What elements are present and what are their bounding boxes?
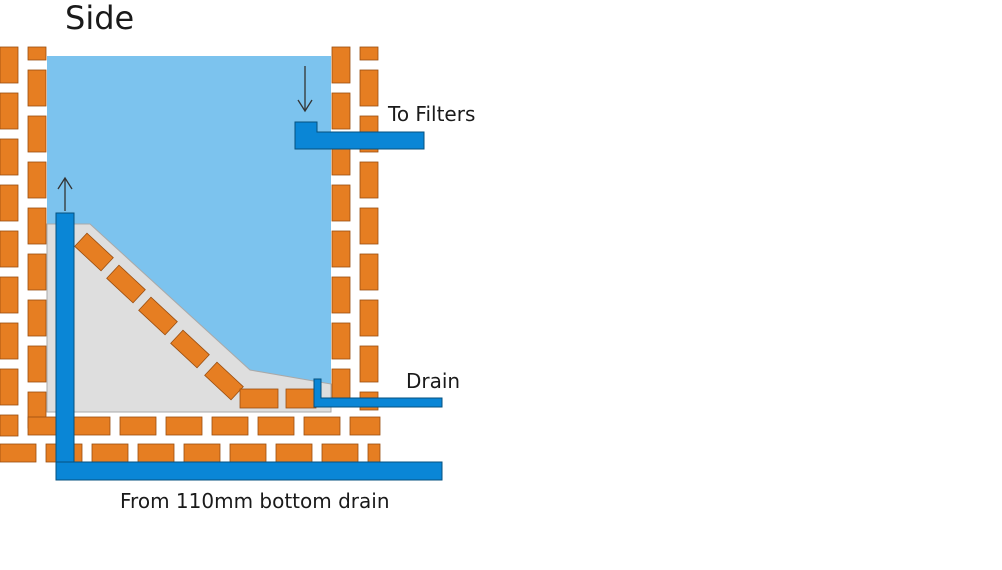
wall-brick (27, 161, 47, 199)
wall-brick (331, 230, 351, 268)
slope-brick (239, 388, 279, 409)
floor-brick (229, 443, 267, 463)
wall-brick (0, 184, 19, 222)
slope-brick (285, 388, 317, 409)
wall-brick (331, 46, 351, 84)
wall-brick (27, 253, 47, 291)
sloped-brick-course (74, 232, 317, 409)
slope-brick (204, 361, 244, 401)
diagram-title: Side (65, 0, 134, 37)
bottom-drain-horizontal-pipe (55, 461, 443, 481)
wall-brick (359, 207, 379, 245)
wall-brick (27, 207, 47, 245)
right-brick-wall (331, 46, 379, 411)
wall-brick (0, 276, 19, 314)
floor-brick (165, 416, 203, 436)
wall-brick (359, 253, 379, 291)
floor-brick (211, 416, 249, 436)
slope-brick (138, 296, 178, 336)
wall-brick (0, 46, 19, 84)
floor-brick (257, 416, 295, 436)
floor-brick (137, 443, 175, 463)
floor-brick (183, 443, 221, 463)
drain-pipe (313, 378, 443, 408)
wall-brick (359, 345, 379, 383)
floor-brick (321, 443, 359, 463)
filter-outlet-pipe (294, 121, 425, 150)
floor-brick (275, 443, 313, 463)
wall-brick (359, 69, 379, 107)
slope-brick (106, 264, 146, 304)
wall-brick (0, 230, 19, 268)
floor-brick (367, 443, 381, 463)
left-brick-wall (0, 46, 47, 437)
wall-brick (0, 138, 19, 176)
wall-brick (0, 92, 19, 130)
wall-brick (27, 115, 47, 153)
bottom-drain-riser-pipe (55, 212, 75, 481)
wall-brick (0, 368, 19, 406)
slope-brick (74, 232, 114, 272)
floor-brick (349, 416, 381, 436)
wall-brick (359, 46, 379, 61)
bottom-drain-label: From 110mm bottom drain (120, 489, 390, 513)
drain-label: Drain (406, 369, 460, 393)
floor-brick (73, 416, 111, 436)
floor-brick (0, 443, 37, 463)
floor-brick (119, 416, 157, 436)
wall-brick (331, 276, 351, 314)
wall-brick (27, 69, 47, 107)
wall-brick (331, 184, 351, 222)
to-filters-label: To Filters (387, 102, 475, 126)
wall-brick (0, 414, 19, 437)
wall-brick (331, 322, 351, 360)
wall-brick (27, 46, 47, 61)
arrow-down-icon (297, 66, 313, 113)
arrow-up-icon (57, 176, 73, 211)
floor-brick (91, 443, 129, 463)
floor-brick (303, 416, 341, 436)
pipework (55, 121, 443, 481)
wall-brick (0, 322, 19, 360)
wall-brick (359, 161, 379, 199)
wall-brick (331, 92, 351, 130)
wall-brick (27, 345, 47, 383)
slope-brick (170, 329, 210, 369)
wall-brick (359, 299, 379, 337)
wall-brick (27, 299, 47, 337)
